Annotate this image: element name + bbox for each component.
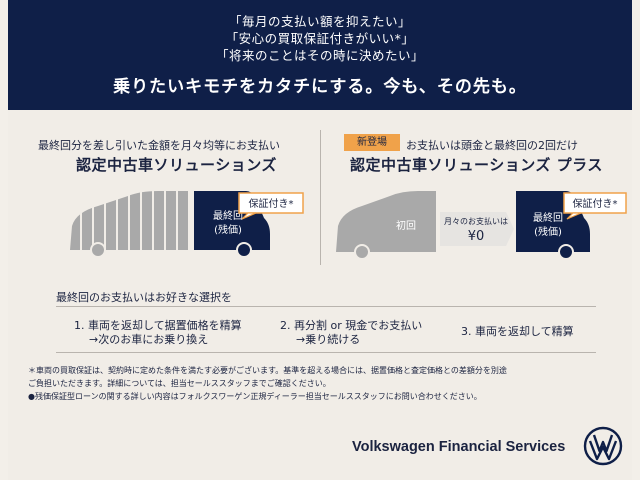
option-1-line-2: →次のお車にお乗り換え [89,333,209,346]
left-guarantee-callout: 保証付き* [238,192,304,220]
monthly-value: ¥0 [468,229,485,244]
first-payment-block [336,191,436,252]
choices-divider-bottom [56,352,596,353]
option-3: 3. 車両を返却して精算 [461,325,574,338]
right-guarantee-text: 保証付き* [573,197,618,210]
note-3: ●残価保証型ローンの関する詳しい内容はフォルクスワーゲン正規ディーラー担当セール… [28,392,482,401]
right-subtitle: お支払いは頭金と最終回の2回だけ [406,139,578,152]
monthly-arrow [440,212,514,246]
quote-3: 「将来のことはその時に決めたい」 [215,48,424,63]
right-title: 認定中古車ソリューションズ プラス [350,156,603,174]
note-2: ご負担いただきます。詳細については、担当セールススタッフまでご確認ください。 [28,379,331,388]
brand-name: Volkswagen Financial Services [352,439,566,455]
first-label: 初回 [396,219,416,232]
left-guarantee-text: 保証付き* [249,197,294,210]
quote-1: 「毎月の支払い額を抑えたい」 [228,14,411,29]
choices-divider-top [56,306,596,307]
quote-2: 「安心の買取保証付きがいい*」 [225,31,415,46]
left-title: 認定中古車ソリューションズ [76,156,277,174]
right-guarantee-callout: 保証付き* [563,192,627,220]
monthly-label: 月々のお支払いは [444,216,508,226]
tagline: 乗りたいキモチをカタチにする。今も、その先も。 [113,77,527,97]
left-final-label-1: 最終回 [213,209,243,222]
left-subtitle: 最終回分を差し引いた金額を月々均等にお支払い [38,139,280,152]
vw-logo-icon [583,426,623,466]
header-banner: 「毎月の支払い額を抑えたい」 「安心の買取保証付きがいい*」 「将来のことはその… [8,0,632,110]
main-content: 最終回分を差し引いた金額を月々均等にお支払い 認定中古車ソリューションズ 最終回… [8,110,632,480]
right-final-label-2: (残価) [534,225,562,238]
option-2-line-2: →乗り続ける [296,333,361,346]
panel-divider [320,130,321,265]
installment-bars [70,191,188,250]
choices-heading: 最終回のお支払いはお好きな選択を [56,291,232,304]
option-2-line-1: 2. 再分割 or 現金でお支払い [280,319,423,332]
right-final-label-1: 最終回 [533,211,563,224]
left-final-label-2: (残価) [214,223,242,236]
option-1-line-1: 1. 車両を返却して据置価格を精算 [74,319,242,332]
note-1: ＊車両の買取保証は、契約時に定めた条件を満たす必要がございます。基準を超える場合… [28,366,507,375]
new-badge: 新登場 [344,134,400,151]
